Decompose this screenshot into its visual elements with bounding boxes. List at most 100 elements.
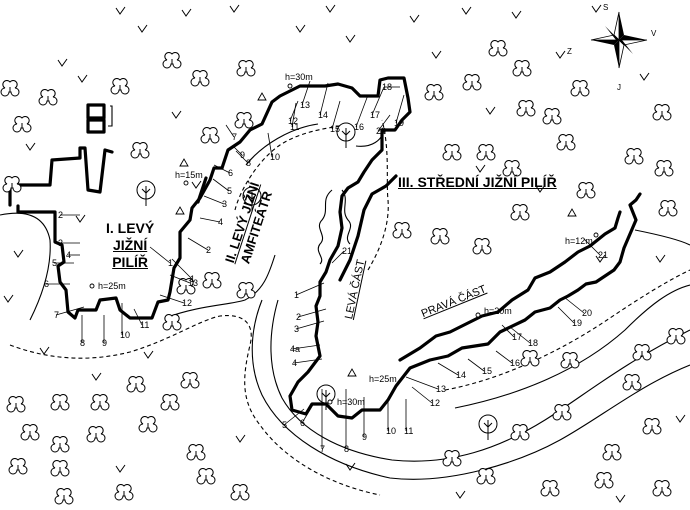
boulder-chain [341, 189, 352, 245]
bush-icon [632, 343, 652, 361]
sector-title-stredni-pilir: III. STŘEDNÍ JIŽNÍ PILÍŘ [398, 174, 557, 190]
bush-icon [570, 79, 590, 97]
height-label-stredni-top: h=12m [565, 236, 593, 246]
route-number: 15 [330, 124, 340, 134]
grass-icon [345, 462, 356, 471]
route-number: 3 [294, 324, 299, 334]
route-number: 20 [376, 126, 386, 136]
grass-icon [25, 142, 36, 151]
contour-line [164, 254, 276, 319]
bush-icon [126, 375, 146, 393]
bush-icon [442, 449, 462, 467]
compass-east-label: V [651, 29, 657, 38]
sector-title-levy-pilir: I. LEVÝ JIŽNÍ PILÍŘ [106, 220, 154, 271]
route-number: 14 [456, 370, 466, 380]
route-arrow [331, 100, 341, 130]
route-number: 4 [66, 250, 71, 260]
route-number: 8 [344, 444, 349, 454]
route-arrow [583, 238, 601, 256]
route-arrow [171, 258, 193, 280]
route-number: 19 [572, 318, 582, 328]
contour-line [270, 299, 690, 462]
bush-icon [666, 327, 686, 345]
grass-icon [485, 106, 496, 115]
bush-icon [90, 393, 110, 411]
route-arrow [289, 100, 299, 122]
bush-icon [424, 83, 444, 101]
grass-icon [13, 249, 24, 258]
compass-south-label: J [617, 83, 621, 92]
route-arrow [199, 217, 221, 223]
route-number: 9 [362, 432, 367, 442]
route-arrow [501, 324, 515, 338]
bush-icon [392, 221, 412, 239]
rock-outline-stredni-right [398, 210, 622, 362]
contour-line [634, 229, 690, 246]
route-number: 4 [292, 358, 297, 368]
bush-icon [86, 425, 106, 443]
bush-icon [560, 351, 580, 369]
building-annex [108, 105, 113, 127]
contour-line [0, 212, 51, 321]
route-number: 13 [188, 278, 198, 288]
route-arrow [297, 308, 327, 318]
compass-north-label: S [603, 3, 608, 12]
grass-icon [3, 294, 14, 303]
bush-icon [462, 73, 482, 91]
grass-icon [143, 350, 154, 359]
bush-icon [654, 159, 674, 177]
bush-icon [502, 159, 522, 177]
bush-icon [6, 395, 26, 413]
bush-icon [488, 39, 508, 57]
bush-icon [12, 115, 32, 133]
rock-outline-stredni-inner [338, 174, 398, 282]
tree-icon [316, 384, 336, 410]
rock-outline-amfiteatr-left [196, 176, 208, 204]
grass-icon [675, 414, 686, 423]
bush-icon [476, 143, 496, 161]
sector-title-levy-pilir-line2: JIŽNÍ [113, 237, 148, 253]
bush-icon [196, 467, 216, 485]
route-number: 9 [240, 150, 245, 160]
trail-line [234, 124, 349, 211]
bush-icon [0, 79, 20, 97]
route-arrow [169, 274, 191, 284]
route-number: 17 [512, 332, 522, 342]
route-number: 10 [120, 330, 130, 340]
route-arrow [411, 386, 433, 404]
bush-icon [234, 111, 254, 129]
route-arrow [203, 195, 225, 205]
route-arrow [331, 250, 345, 264]
route-arrow [267, 132, 273, 158]
bush-icon [230, 483, 250, 501]
bush-icon [516, 99, 536, 117]
tree-group [0, 4, 686, 505]
route-number: 15 [482, 366, 492, 376]
bush-icon [622, 373, 642, 391]
bush-icon [430, 227, 450, 245]
grass-icon [115, 464, 126, 473]
bush-icon [542, 107, 562, 125]
route-number: 11 [290, 122, 299, 132]
route-number: 16 [354, 122, 364, 132]
bush-icon [200, 126, 220, 144]
bush-icon [50, 393, 70, 411]
route-number: 10 [386, 426, 396, 436]
route-number: 3 [58, 238, 63, 248]
summit-marker-icon [257, 92, 267, 101]
bush-icon [54, 487, 74, 505]
route-arrow [355, 94, 369, 128]
route-number: 11 [404, 426, 413, 436]
summit-marker-icon [175, 206, 185, 215]
route-arrow [371, 86, 385, 116]
grass-icon [325, 4, 336, 13]
bush-icon [602, 443, 622, 461]
route-number: 19 [394, 118, 404, 128]
route-number: 7 [320, 444, 325, 454]
route-arrow [149, 246, 171, 264]
grass-icon [295, 24, 306, 33]
bush-icon [2, 175, 22, 193]
route-number: 5 [227, 186, 232, 196]
bush-icon [38, 88, 58, 106]
bush-icon [472, 237, 492, 255]
